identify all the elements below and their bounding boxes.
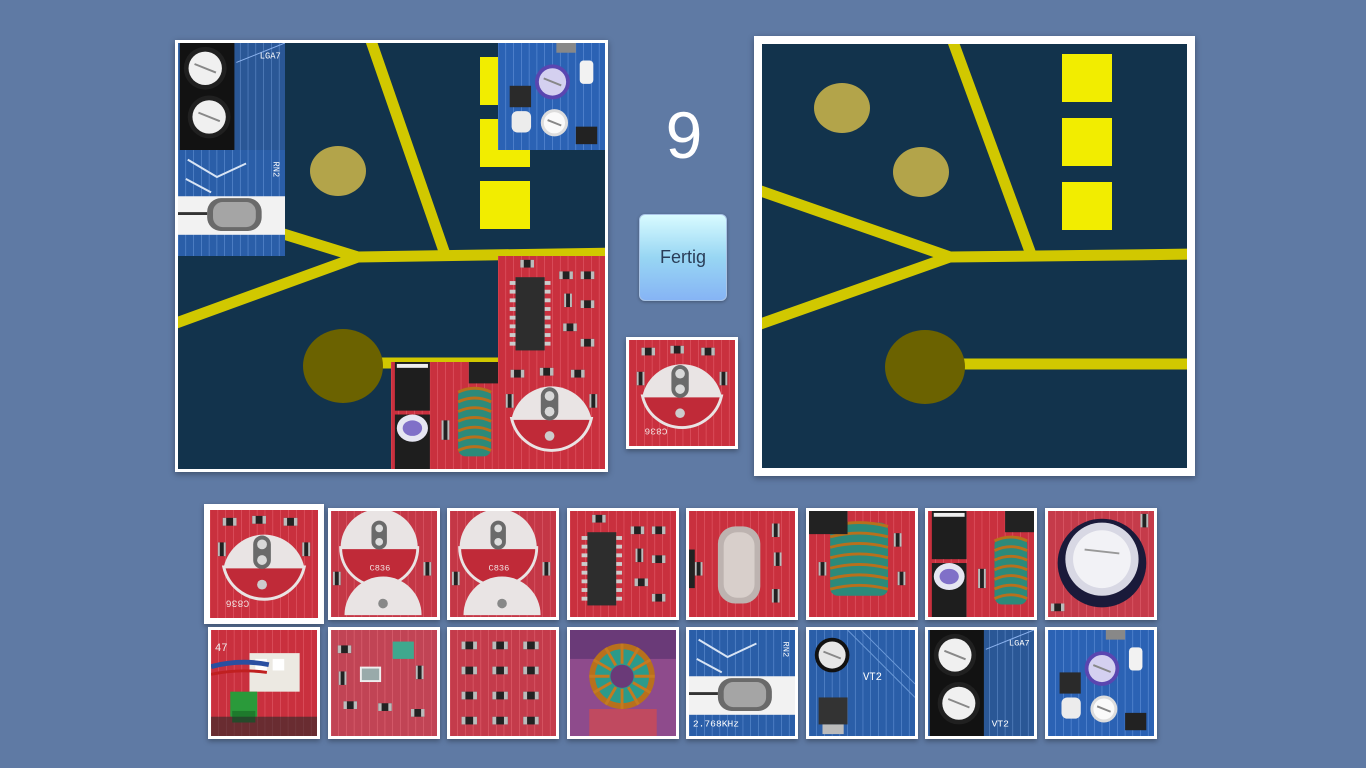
work-board[interactable]: LGA7 RN2 [175,40,608,472]
move-counter: 9 [665,98,703,172]
tray-tile-3[interactable]: C836 [447,508,559,620]
tray-tile-4[interactable] [566,508,679,620]
svg-text:VT2: VT2 [992,718,1010,729]
tray-tile-16[interactable] [1044,627,1157,739]
tray-tile-14[interactable]: VT2 [805,627,918,739]
tray-tile-10[interactable] [327,627,440,739]
svg-text:C836: C836 [644,426,667,437]
placed-piece-blue-regulator[interactable] [498,43,605,150]
placed-piece-red-footprint[interactable] [498,362,605,469]
placed-piece-red-ic[interactable] [498,256,605,362]
svg-text:LGA7: LGA7 [1009,638,1030,648]
done-button[interactable]: Fertig [639,214,727,301]
svg-text:LGA7: LGA7 [260,52,281,62]
current-piece-preview[interactable]: C836 [626,337,738,449]
tray-tile-12[interactable] [566,627,679,739]
tray-tile-5[interactable] [686,508,798,620]
svg-text:47: 47 [215,643,228,655]
target-board [754,36,1195,476]
placed-piece-blue-caps[interactable]: LGA7 [178,43,285,150]
tray-tile-9[interactable]: 47 [208,627,320,739]
svg-text:RN2: RN2 [270,162,280,178]
svg-text:VT2: VT2 [862,672,881,684]
svg-text:C836: C836 [369,564,390,574]
svg-text:C836: C836 [489,564,510,574]
svg-text:C836: C836 [226,597,250,608]
svg-text:RN2: RN2 [780,642,790,658]
tray-tile-15[interactable]: VT2 LGA7 [925,627,1037,739]
placed-piece-red-cap-coil[interactable] [391,362,498,469]
tray-tile-1[interactable]: C836 [204,504,324,624]
tray-tile-7[interactable] [925,508,1037,620]
pcb-target-artwork [762,44,1187,404]
tray-tile-11[interactable] [447,627,559,739]
svg-text:2.768KHz: 2.768KHz [693,718,739,729]
tray-tile-2[interactable]: C836 [327,508,440,620]
tray-tile-6[interactable] [805,508,918,620]
tray-tile-8[interactable] [1044,508,1157,620]
placed-piece-blue-crystal[interactable]: RN2 [178,150,285,256]
tray-tile-13[interactable]: 2.768KHz RN2 [686,627,798,739]
